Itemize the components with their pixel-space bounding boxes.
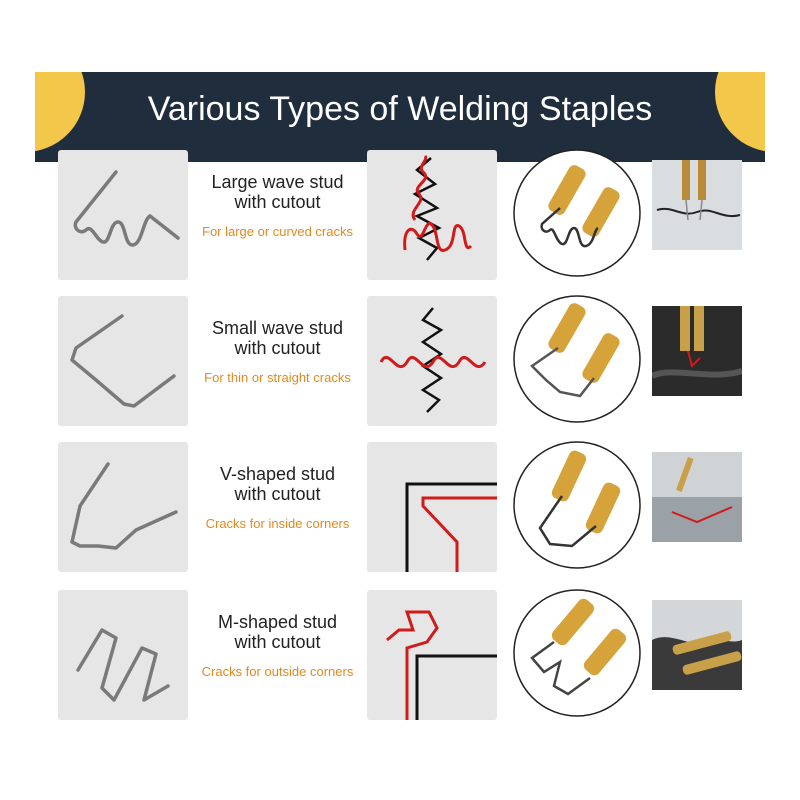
v-shaped-crack-diagram	[367, 442, 497, 572]
small-wave-stud-image	[58, 296, 188, 426]
stud-use: For large or curved cracks	[202, 224, 353, 239]
v-shaped-tool-illustration	[510, 438, 645, 573]
stud-name-line2: with cutout	[234, 192, 321, 212]
staple-row-v-shaped: V-shaped stud with cutout Cracks for ins…	[0, 441, 800, 582]
stud-name-line2: with cutout	[234, 484, 321, 504]
large-wave-description: Large wave stud with cutout For large or…	[190, 172, 365, 239]
large-wave-crack-diagram	[367, 150, 497, 280]
v-shaped-stud-image	[58, 442, 188, 572]
m-shaped-photo	[652, 600, 742, 690]
staple-row-small-wave: Small wave stud with cutout For thin or …	[0, 295, 800, 436]
title-banner: Various Types of Welding Staples	[35, 72, 765, 162]
m-shaped-crack-diagram	[367, 590, 497, 720]
stud-name-line1: M-shaped stud	[217, 612, 338, 632]
stud-use: Cracks for outside corners	[201, 664, 354, 679]
stud-name-line1: V-shaped stud	[219, 464, 336, 484]
stud-name-line2: with cutout	[234, 338, 321, 358]
v-shaped-description: V-shaped stud with cutout Cracks for ins…	[190, 464, 365, 531]
large-wave-tool-illustration	[510, 146, 645, 281]
m-shaped-tool-illustration	[510, 586, 645, 721]
stud-name-line2: with cutout	[234, 632, 321, 652]
m-shaped-description: M-shaped stud with cutout Cracks for out…	[190, 612, 365, 679]
large-wave-photo	[652, 160, 742, 250]
small-wave-description: Small wave stud with cutout For thin or …	[190, 318, 365, 385]
staple-row-large-wave: Large wave stud with cutout For large or…	[0, 149, 800, 290]
stud-use: Cracks for inside corners	[205, 516, 350, 531]
v-shaped-photo	[652, 452, 742, 542]
stud-use: For thin or straight cracks	[204, 370, 351, 385]
stud-name-line1: Large wave stud	[211, 172, 344, 192]
m-shaped-stud-image	[58, 590, 188, 720]
small-wave-crack-diagram	[367, 296, 497, 426]
small-wave-tool-illustration	[510, 292, 645, 427]
small-wave-photo	[652, 306, 742, 396]
page-title: Various Types of Welding Staples	[147, 90, 653, 128]
large-wave-stud-image	[58, 150, 188, 280]
staple-row-m-shaped: M-shaped stud with cutout Cracks for out…	[0, 589, 800, 730]
stud-name-line1: Small wave stud	[211, 318, 344, 338]
